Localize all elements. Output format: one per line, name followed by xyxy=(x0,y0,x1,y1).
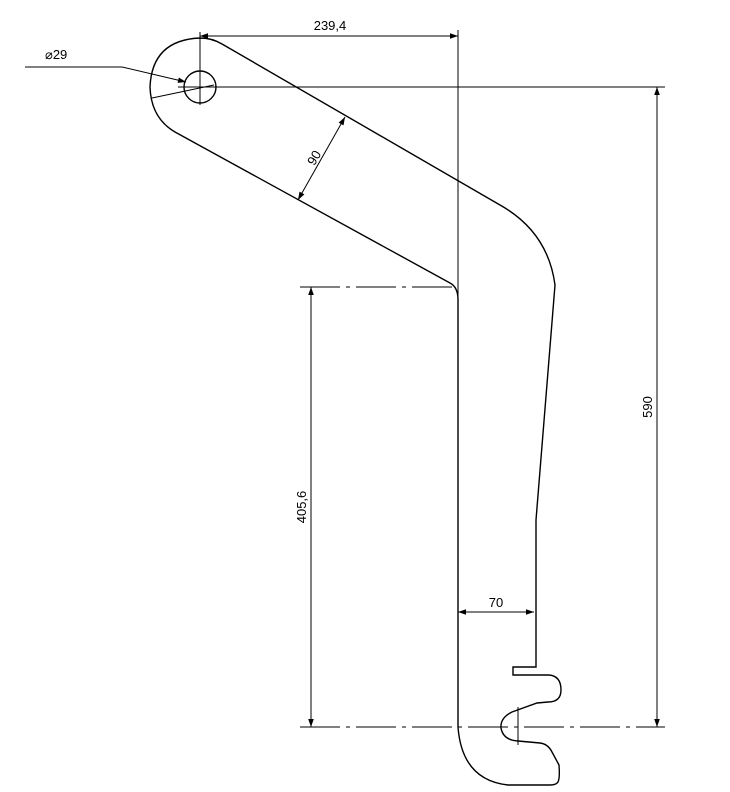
dimension-lower-height: 405,6 xyxy=(294,287,314,727)
dimension-horizontal-offset: 239,4 xyxy=(199,18,459,300)
dimension-tip-width: 70 xyxy=(458,595,534,615)
dimension-label-diameter: ⌀29 xyxy=(45,47,67,62)
dimension-arm-width: 90 xyxy=(297,116,346,201)
dimension-label-90: 90 xyxy=(304,148,324,168)
part-outline xyxy=(149,37,562,786)
dimension-label-405: 405,6 xyxy=(294,491,309,524)
center-lines xyxy=(178,65,665,745)
dimension-hole-diameter: ⌀29 xyxy=(25,47,215,99)
dimension-label-70: 70 xyxy=(489,595,503,610)
dimension-total-height: 590 xyxy=(640,87,660,727)
dimension-label-239: 239,4 xyxy=(314,18,347,33)
dimension-label-590: 590 xyxy=(640,396,655,418)
